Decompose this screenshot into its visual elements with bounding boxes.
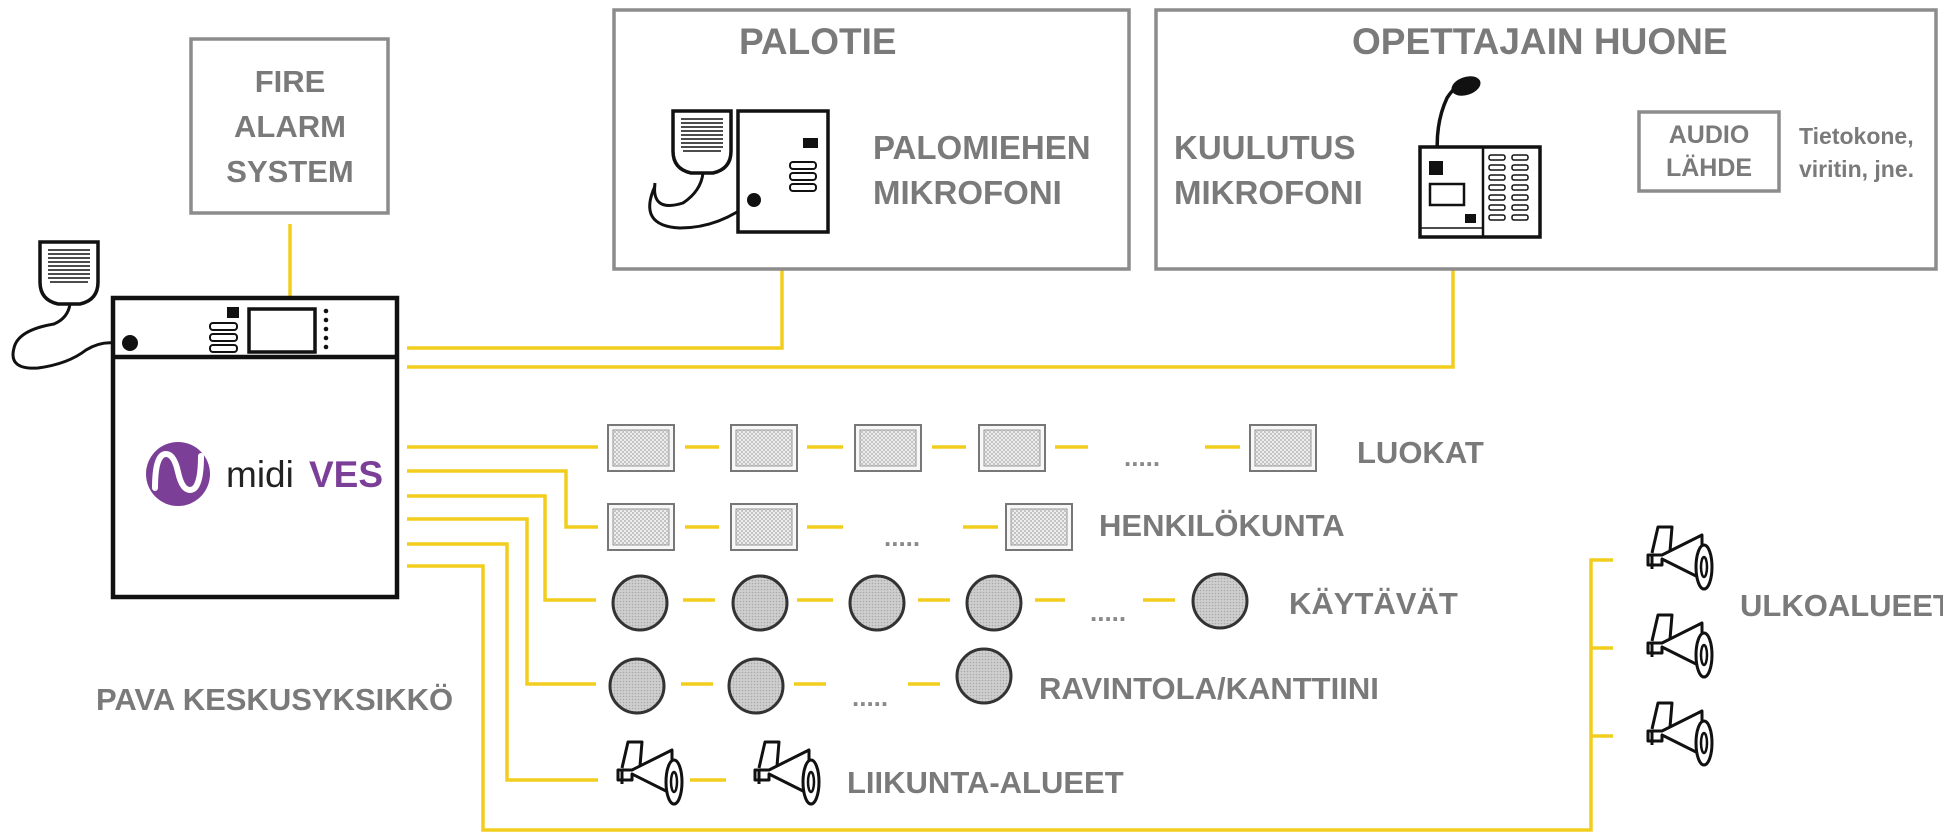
central-display-icon	[247, 307, 317, 354]
audio-source-box	[1637, 110, 1781, 193]
audio-label-1: AUDIO	[1669, 121, 1750, 149]
ellipsis: .....	[1090, 597, 1126, 627]
speaker-cone-icon	[608, 657, 666, 715]
zone-label-luokat: LUOKAT	[1357, 435, 1484, 470]
opettajain-huone-room: OPETTAJAIN HUONE KUULUTUS MIKROFONI	[1154, 8, 1938, 271]
speaker-cone-icon	[727, 657, 785, 715]
wire-ravintola	[407, 517, 596, 686]
zone-henkilokunta: ..... HENKILÖKUNTA	[607, 503, 1345, 552]
ellipsis: .....	[852, 682, 888, 712]
fire-alarm-system: FIRE ALARM SYSTEM	[189, 37, 390, 215]
audio-label-2: LÄHDE	[1666, 154, 1752, 182]
kuulutus-label-2: MIKROFONI	[1174, 174, 1363, 211]
wire-henkilokunta	[407, 469, 598, 529]
zone-label-kaytavat: KÄYTÄVÄT	[1289, 586, 1458, 621]
fireman-mic-station-icon	[736, 109, 830, 234]
zone-liikunta: LIIKUNTA-ALUEET	[616, 740, 1124, 806]
ceiling-speaker-icon	[1005, 503, 1073, 551]
horn-speaker-icon	[616, 740, 684, 806]
opettajain-box	[1154, 8, 1938, 271]
fireman-microphone	[648, 109, 830, 234]
opettajain-title: OPETTAJAIN HUONE	[1352, 21, 1728, 62]
speaker-cone-icon	[965, 574, 1023, 632]
handmic-icon	[671, 109, 733, 175]
palomiehen-label-1: PALOMIEHEN	[873, 129, 1091, 166]
zone-kaytavat: ..... KÄYTÄVÄT	[611, 572, 1458, 632]
audio-note-2: viritin, jne.	[1799, 156, 1914, 182]
ceiling-speaker-icon	[1249, 424, 1317, 472]
audio-note-1: Tietokone,	[1799, 123, 1914, 149]
horn-speaker-icon	[753, 740, 821, 806]
ellipsis: .....	[884, 522, 920, 552]
wiring	[288, 161, 1629, 832]
fire-alarm-box	[189, 37, 390, 215]
speaker-cone-icon	[731, 574, 789, 632]
palotie-room: PALOTIE PALOMIEHEN MIKROFONI	[612, 8, 1131, 271]
zone-ulkoalueet: ULKOALUEET	[1646, 525, 1943, 767]
wire-palotie	[407, 244, 784, 350]
ceiling-speaker-icon	[978, 424, 1046, 472]
wire-liikunta	[407, 542, 598, 782]
ceiling-speaker-icon	[607, 424, 675, 472]
fire-alarm-label-1: FIRE	[255, 64, 326, 99]
midives-logo: midi VES	[146, 442, 383, 506]
brand-suffix: VES	[309, 454, 383, 495]
speaker-cone-icon	[848, 574, 906, 632]
speaker-cone-icon	[1191, 572, 1249, 630]
zone-label-liikunta: LIIKUNTA-ALUEET	[847, 765, 1124, 800]
brand-prefix: midi	[226, 454, 294, 495]
horn-speaker-icon	[1646, 701, 1714, 767]
kuulutus-label-1: KUULUTUS	[1174, 129, 1355, 166]
zone-luokat: ..... LUOKAT	[607, 424, 1484, 472]
ceiling-speaker-icon	[730, 424, 798, 472]
ellipsis: .....	[1124, 442, 1160, 472]
wire-ulkoalueet	[407, 558, 1613, 832]
wire-kaytavat	[407, 494, 596, 602]
horn-speaker-icon	[1646, 525, 1714, 591]
speaker-cone-icon	[611, 574, 669, 632]
palomiehen-label-2: MIKROFONI	[873, 174, 1062, 211]
ceiling-speaker-icon	[730, 503, 798, 551]
announcement-microphone	[1418, 76, 1542, 239]
ceiling-speaker-icon	[854, 424, 922, 472]
speaker-cone-icon	[955, 647, 1013, 705]
zone-label-ulkoalueet: ULKOALUEET	[1740, 588, 1943, 623]
palotie-title: PALOTIE	[739, 21, 897, 62]
ceiling-speaker-icon	[607, 503, 675, 551]
central-unit-label: PAVA KESKUSYKSIKKÖ	[96, 682, 453, 717]
audio-source: AUDIO LÄHDE	[1637, 110, 1781, 193]
zone-label-henkilokunta: HENKILÖKUNTA	[1099, 508, 1345, 543]
horn-speaker-icon	[1646, 613, 1714, 679]
fire-alarm-label-2: ALARM	[234, 109, 346, 144]
fire-alarm-label-3: SYSTEM	[226, 154, 353, 189]
central-unit: midi VES	[11, 240, 400, 600]
handmic-icon	[38, 240, 100, 306]
zone-label-ravintola: RAVINTOLA/KANTTIINI	[1039, 671, 1379, 706]
central-microphone	[11, 240, 127, 370]
zone-ravintola: ..... RAVINTOLA/KANTTIINI	[608, 647, 1379, 715]
wire-opettajain	[407, 244, 1455, 369]
